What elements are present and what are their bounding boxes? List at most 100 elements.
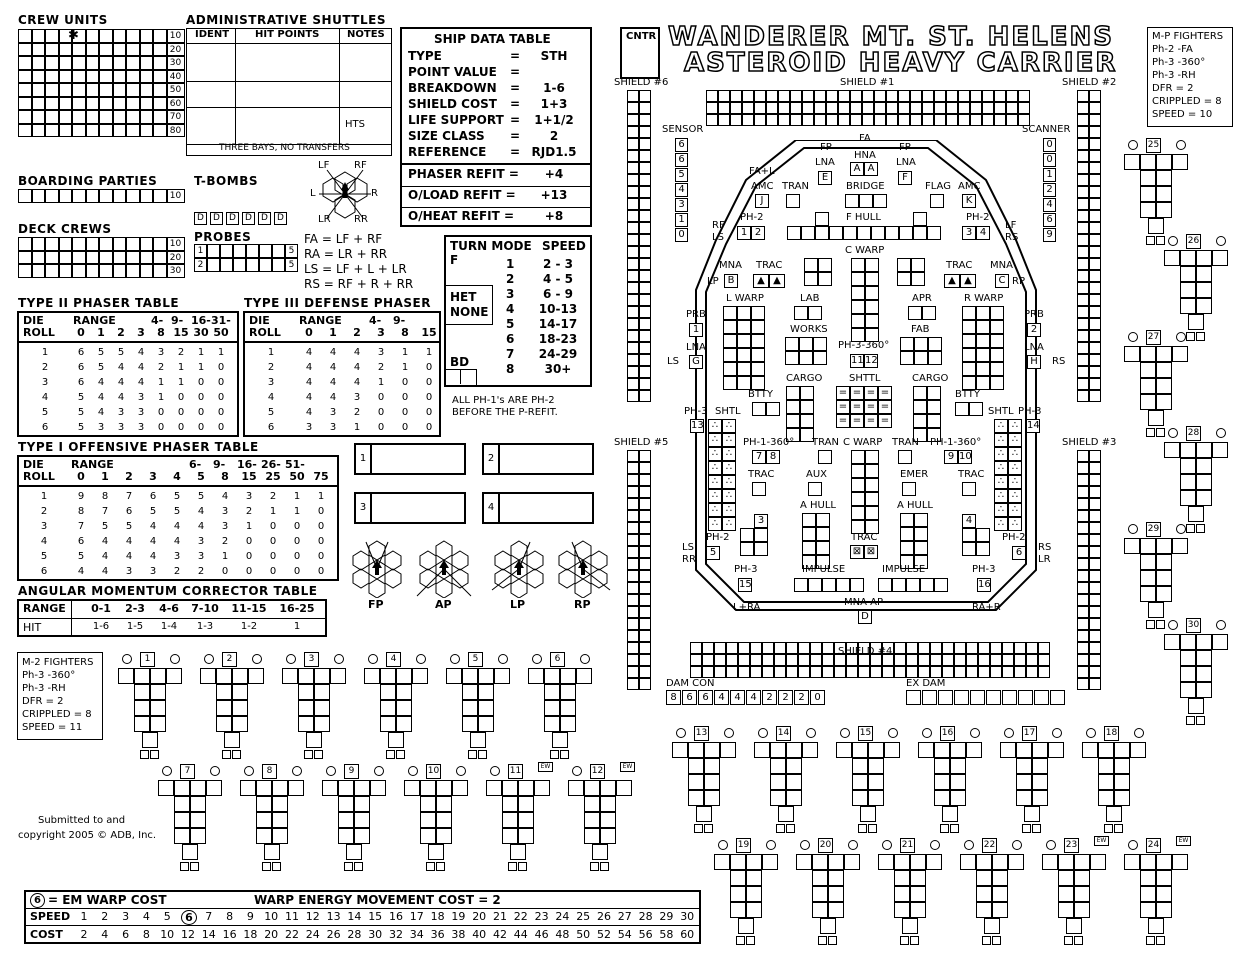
fighter-damage-box[interactable] — [584, 780, 600, 796]
dam-con-box[interactable]: 4 — [714, 690, 729, 705]
tran-box[interactable] — [786, 194, 800, 208]
f-hull-box[interactable] — [787, 226, 801, 240]
shield-box[interactable] — [922, 102, 934, 114]
fighter-damage-box[interactable] — [560, 716, 576, 732]
fighter-damage-box[interactable] — [216, 700, 232, 716]
ph1-weapon-10[interactable]: 10 — [958, 450, 972, 464]
fighter-small-box[interactable] — [1156, 620, 1165, 629]
shield-box[interactable] — [982, 114, 994, 126]
fighter-damage-box[interactable] — [1140, 154, 1156, 170]
shield-box[interactable] — [627, 222, 639, 234]
shield-box[interactable] — [639, 198, 651, 210]
shield-box[interactable] — [994, 102, 1006, 114]
crew-unit-box[interactable] — [126, 110, 140, 124]
shield-box[interactable] — [1077, 342, 1089, 354]
shield-box[interactable] — [1089, 546, 1101, 558]
shield-box[interactable] — [1089, 618, 1101, 630]
shield-box[interactable] — [834, 666, 846, 678]
fighter-damage-box[interactable] — [720, 742, 736, 758]
crew-unit-box[interactable] — [85, 56, 99, 70]
fighter-damage-box[interactable] — [1042, 854, 1058, 870]
c-warp-box[interactable] — [911, 258, 925, 272]
crew-unit-box[interactable] — [18, 29, 32, 43]
hull-box[interactable] — [962, 528, 976, 542]
fighter-damage-box[interactable] — [828, 886, 844, 902]
fighter-14[interactable]: 14 — [754, 726, 822, 836]
shield-box[interactable] — [627, 558, 639, 570]
c-warp-box[interactable] — [851, 272, 865, 286]
c-warp-box[interactable] — [851, 520, 865, 534]
fighter-damage-box[interactable] — [272, 780, 288, 796]
shield-box[interactable] — [690, 666, 702, 678]
fighter-small-box[interactable] — [272, 862, 281, 871]
deck-crew-box[interactable] — [99, 250, 113, 264]
shield-box[interactable] — [714, 666, 726, 678]
fab-box[interactable] — [900, 351, 914, 365]
shield-box[interactable] — [766, 114, 778, 126]
shield-box[interactable] — [810, 666, 822, 678]
shield-box[interactable] — [1089, 150, 1101, 162]
shield-box[interactable] — [774, 654, 786, 666]
shield-box[interactable] — [846, 666, 858, 678]
shield-box[interactable] — [918, 654, 930, 666]
fighter-damage-box[interactable] — [1140, 186, 1156, 202]
shield-box[interactable] — [627, 174, 639, 186]
btty-box[interactable] — [969, 402, 983, 416]
fighter-damage-box[interactable] — [600, 828, 616, 844]
shield-box[interactable] — [754, 114, 766, 126]
fighter-small-box[interactable] — [900, 936, 909, 945]
fighter-damage-box[interactable] — [1082, 742, 1098, 758]
boarding-party-box[interactable] — [99, 189, 113, 203]
crew-unit-box[interactable] — [31, 110, 45, 124]
crew-unit-box[interactable] — [112, 96, 126, 110]
shield-box[interactable] — [994, 114, 1006, 126]
fighter-damage-box[interactable] — [852, 774, 868, 790]
shuttle-bay-box[interactable]: = — [864, 400, 878, 414]
probe-box[interactable] — [272, 258, 285, 272]
shield-box[interactable] — [994, 90, 1006, 102]
fighter-damage-box[interactable] — [1212, 634, 1228, 650]
shield-box[interactable] — [1002, 642, 1014, 654]
fighter-15[interactable]: 15 — [836, 726, 904, 836]
fighter-damage-box[interactable] — [380, 684, 396, 700]
shield-box[interactable] — [1077, 558, 1089, 570]
shuttle-box[interactable]: ∴ — [722, 489, 736, 503]
fighter-damage-box[interactable] — [820, 918, 836, 934]
shield-box[interactable] — [958, 114, 970, 126]
fighter-damage-box[interactable] — [518, 828, 534, 844]
crew-unit-box[interactable] — [72, 69, 86, 83]
fighter-damage-box[interactable] — [510, 844, 526, 860]
fighter-damage-box[interactable] — [338, 828, 354, 844]
shield-box[interactable] — [1077, 246, 1089, 258]
shield-box[interactable] — [1077, 522, 1089, 534]
crew-unit-box[interactable] — [126, 69, 140, 83]
fighter-damage-box[interactable] — [412, 668, 428, 684]
fighter-20[interactable]: 20 — [796, 838, 864, 948]
fighter-damage-box[interactable] — [256, 796, 272, 812]
ph2-weapon-4[interactable]: 4 — [976, 226, 990, 240]
shield-box[interactable] — [627, 666, 639, 678]
shield-box[interactable] — [1089, 162, 1101, 174]
a-hull-box[interactable] — [900, 527, 914, 541]
impulse-box[interactable] — [794, 578, 808, 592]
boarding-party-box[interactable] — [31, 189, 45, 203]
shield-box[interactable] — [1077, 546, 1089, 558]
fighter-damage-box[interactable] — [910, 902, 926, 918]
fighter-damage-box[interactable] — [704, 774, 720, 790]
fighter-damage-box[interactable] — [1140, 886, 1156, 902]
crew-unit-box[interactable] — [58, 69, 72, 83]
fighter-damage-box[interactable] — [1000, 742, 1016, 758]
fighter-small-box[interactable] — [868, 824, 877, 833]
shield-box[interactable] — [1089, 294, 1101, 306]
speed-cell[interactable]: 20 — [472, 910, 487, 923]
fighter-damage-box[interactable] — [812, 870, 828, 886]
fighter-damage-box[interactable] — [746, 854, 762, 870]
fighter-damage-box[interactable] — [1058, 870, 1074, 886]
shield-box[interactable] — [1077, 162, 1089, 174]
fighter-damage-box[interactable] — [802, 742, 818, 758]
a-hull-box[interactable] — [802, 527, 816, 541]
speed-cell[interactable]: 24 — [555, 910, 570, 923]
shield-box[interactable] — [930, 642, 942, 654]
a-hull-box[interactable] — [914, 527, 928, 541]
shield-box[interactable] — [1089, 594, 1101, 606]
